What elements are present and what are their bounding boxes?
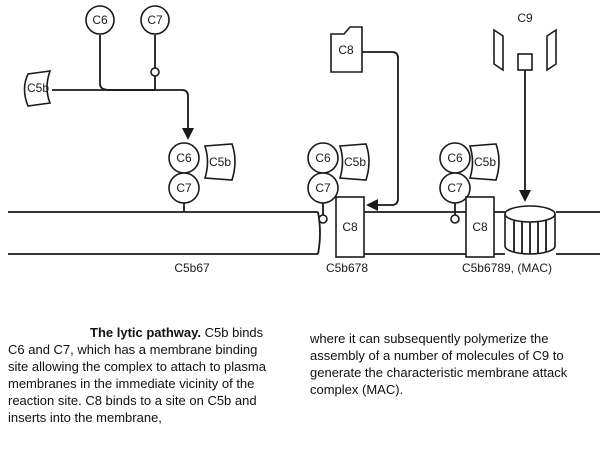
c5b678-c6-label: C6 [315, 151, 331, 165]
c5b678-c7-label: C7 [315, 181, 331, 195]
c5b678-c5b-label: C5b [344, 155, 366, 169]
c5b67-c6-label: C6 [176, 151, 192, 165]
free-c9-label: C9 [517, 11, 533, 25]
membrane [8, 211, 600, 255]
free-c9: C9 [493, 11, 557, 72]
complex-c5b6789-label: C5b6789, (MAC) [462, 261, 552, 275]
free-c5b: C5b [23, 70, 52, 107]
complex-c5b67-label: C5b67 [174, 261, 210, 275]
caption-left-column: The lytic pathway. C5b binds C6 and C7, … [8, 324, 280, 426]
free-c6: C6 [85, 5, 115, 84]
free-c5b-label: C5b [27, 81, 49, 95]
binding-arrow-c5b678 [362, 51, 399, 211]
c5b678-c8-label: C8 [342, 220, 358, 234]
free-c6-label: C6 [92, 13, 108, 27]
c5b67-c7-label: C7 [176, 181, 192, 195]
free-c8-label: C8 [338, 43, 354, 57]
binding-arrow-mac [519, 70, 531, 202]
mac-pore [504, 205, 556, 255]
free-c7-label: C7 [147, 13, 163, 27]
complex-c5b678: C6 C7 C5b C8 [307, 142, 370, 258]
binding-arrow-c5b67 [52, 76, 194, 140]
complex-c5b678-label: C5b678 [326, 261, 368, 275]
caption-left-text: C5b binds C6 and C7, which has a membran… [8, 325, 266, 425]
free-c7: C7 [140, 5, 170, 77]
complex-c5b6789-mac: C6 C7 C5b C8 [439, 142, 556, 258]
free-c8: C8 [330, 26, 363, 73]
mac-c7-label: C7 [447, 181, 463, 195]
caption-title: The lytic pathway. [90, 325, 202, 340]
c5b67-c5b-label: C5b [209, 155, 231, 169]
caption-right-text: where it can subsequently polymerize the… [310, 331, 568, 397]
mac-c6-label: C6 [447, 151, 463, 165]
mac-c8-label: C8 [472, 220, 488, 234]
mac-c5b-label: C5b [474, 155, 496, 169]
caption-right-column: where it can subsequently polymerize the… [310, 330, 595, 398]
complex-c5b67: C6 C7 C5b [168, 142, 236, 212]
